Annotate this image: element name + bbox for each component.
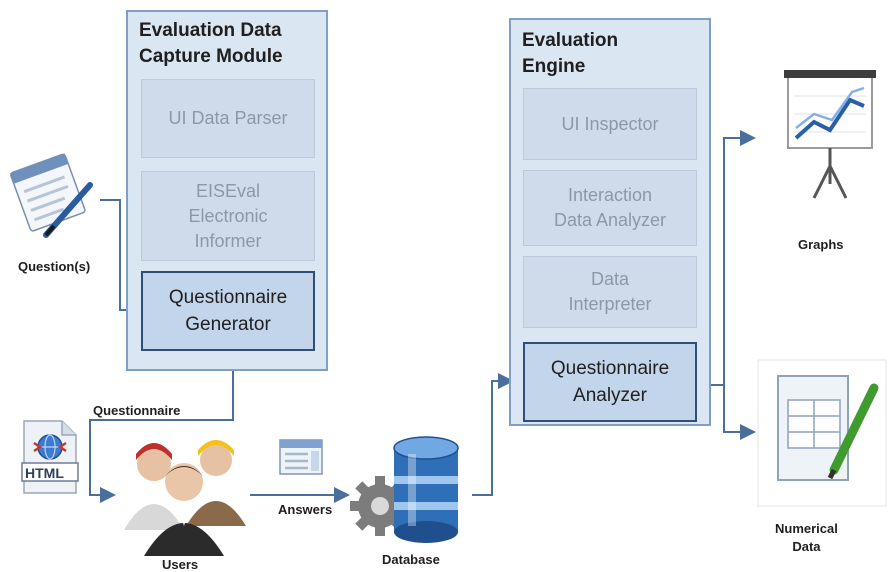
data-interpreter-box: Data Interpreter [523, 256, 697, 328]
questionnaire-generator-box: Questionnaire Generator [141, 271, 315, 351]
database-label: Database [382, 552, 440, 567]
interaction-data-analyzer-box: Interaction Data Analyzer [523, 170, 697, 246]
generator-to-users-arrow [89, 352, 234, 503]
numerical-data-icon [757, 359, 887, 507]
html-label: HTML [25, 465, 64, 481]
capture-module-title: Evaluation Data Capture Module [139, 20, 283, 67]
graphs-label: Graphs [798, 237, 844, 252]
ui-data-parser-box: UI Data Parser [141, 79, 315, 158]
ui-inspector-box: UI Inspector [523, 88, 697, 160]
graphs-chart-icon [784, 70, 876, 199]
answers-form-icon [279, 439, 323, 475]
questions-label: Question(s) [18, 259, 91, 274]
html-page-icon [21, 420, 79, 494]
questionnaire-label: Questionnaire [93, 403, 181, 418]
questionnaire-analyzer-box: Questionnaire Analyzer [523, 342, 697, 422]
engine-title: Evaluation Engine [522, 30, 619, 77]
users-group-icon [124, 440, 246, 556]
answers-label: Answers [278, 502, 333, 517]
users-label: Users [162, 557, 199, 572]
electronic-informer-box: EISEval Electronic Informer [141, 171, 315, 261]
numerical-data-label: Numerical Data [775, 521, 838, 554]
questions-document-icon [10, 153, 93, 238]
analyzer-to-numerical-arrow [723, 385, 756, 440]
database-to-analyzer-arrow [472, 373, 514, 496]
database-icon [350, 436, 459, 543]
